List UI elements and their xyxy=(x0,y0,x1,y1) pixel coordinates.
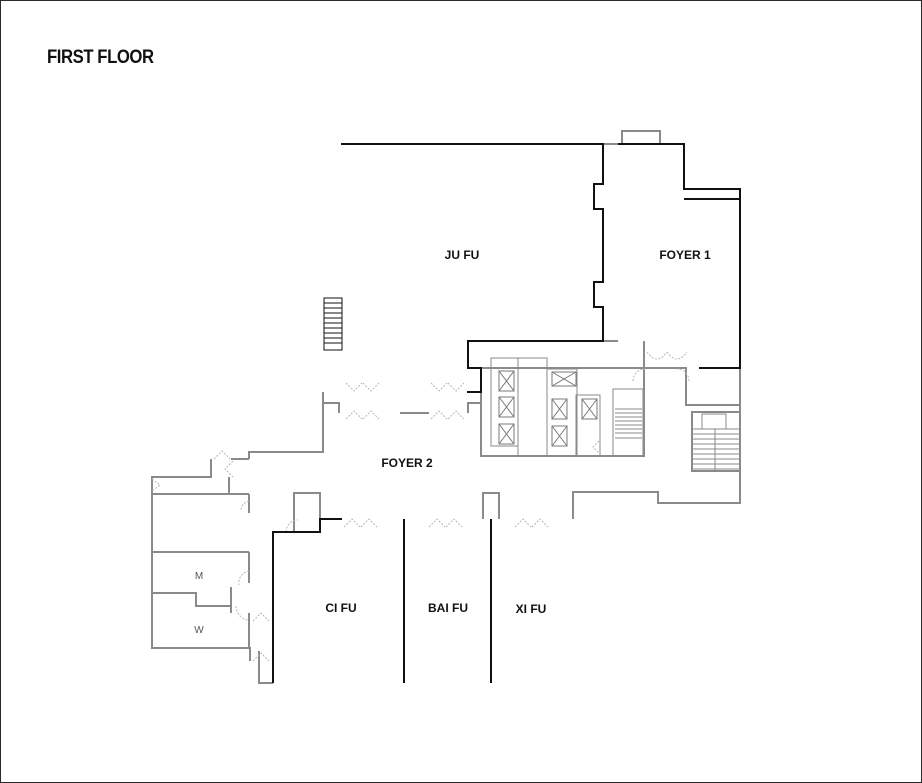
elevator-icon xyxy=(498,370,598,447)
room-label: M xyxy=(195,571,203,582)
building-outline xyxy=(151,130,741,684)
room-ju-fu[interactable]: JU FU xyxy=(324,145,602,391)
stairs-icon xyxy=(691,411,741,472)
room-foyer-1[interactable]: FOYER 1 xyxy=(619,145,739,367)
room-label: BAI FU xyxy=(428,601,468,615)
room-label: CI FU xyxy=(325,601,356,615)
restroom-men[interactable]: M xyxy=(153,553,248,592)
room-label: FOYER 2 xyxy=(381,456,433,470)
restroom-women[interactable]: W xyxy=(153,607,248,647)
room-label: XI FU xyxy=(516,602,547,616)
room-label: FOYER 1 xyxy=(659,248,711,262)
room-foyer-2[interactable]: FOYER 2 xyxy=(331,421,591,491)
doors xyxy=(151,351,690,662)
building-core xyxy=(323,297,741,472)
room-walls xyxy=(272,143,741,683)
room-label: JU FU xyxy=(445,248,480,262)
room-ci-fu[interactable]: CI FU xyxy=(274,533,403,682)
floor-title: FIRST FLOOR xyxy=(47,47,154,68)
stairs-icon xyxy=(615,408,642,439)
stairs-icon xyxy=(323,297,343,351)
room-bai-fu[interactable]: BAI FU xyxy=(405,520,490,682)
room-label: W xyxy=(194,625,204,636)
room-xi-fu[interactable]: XI FU xyxy=(492,520,572,682)
